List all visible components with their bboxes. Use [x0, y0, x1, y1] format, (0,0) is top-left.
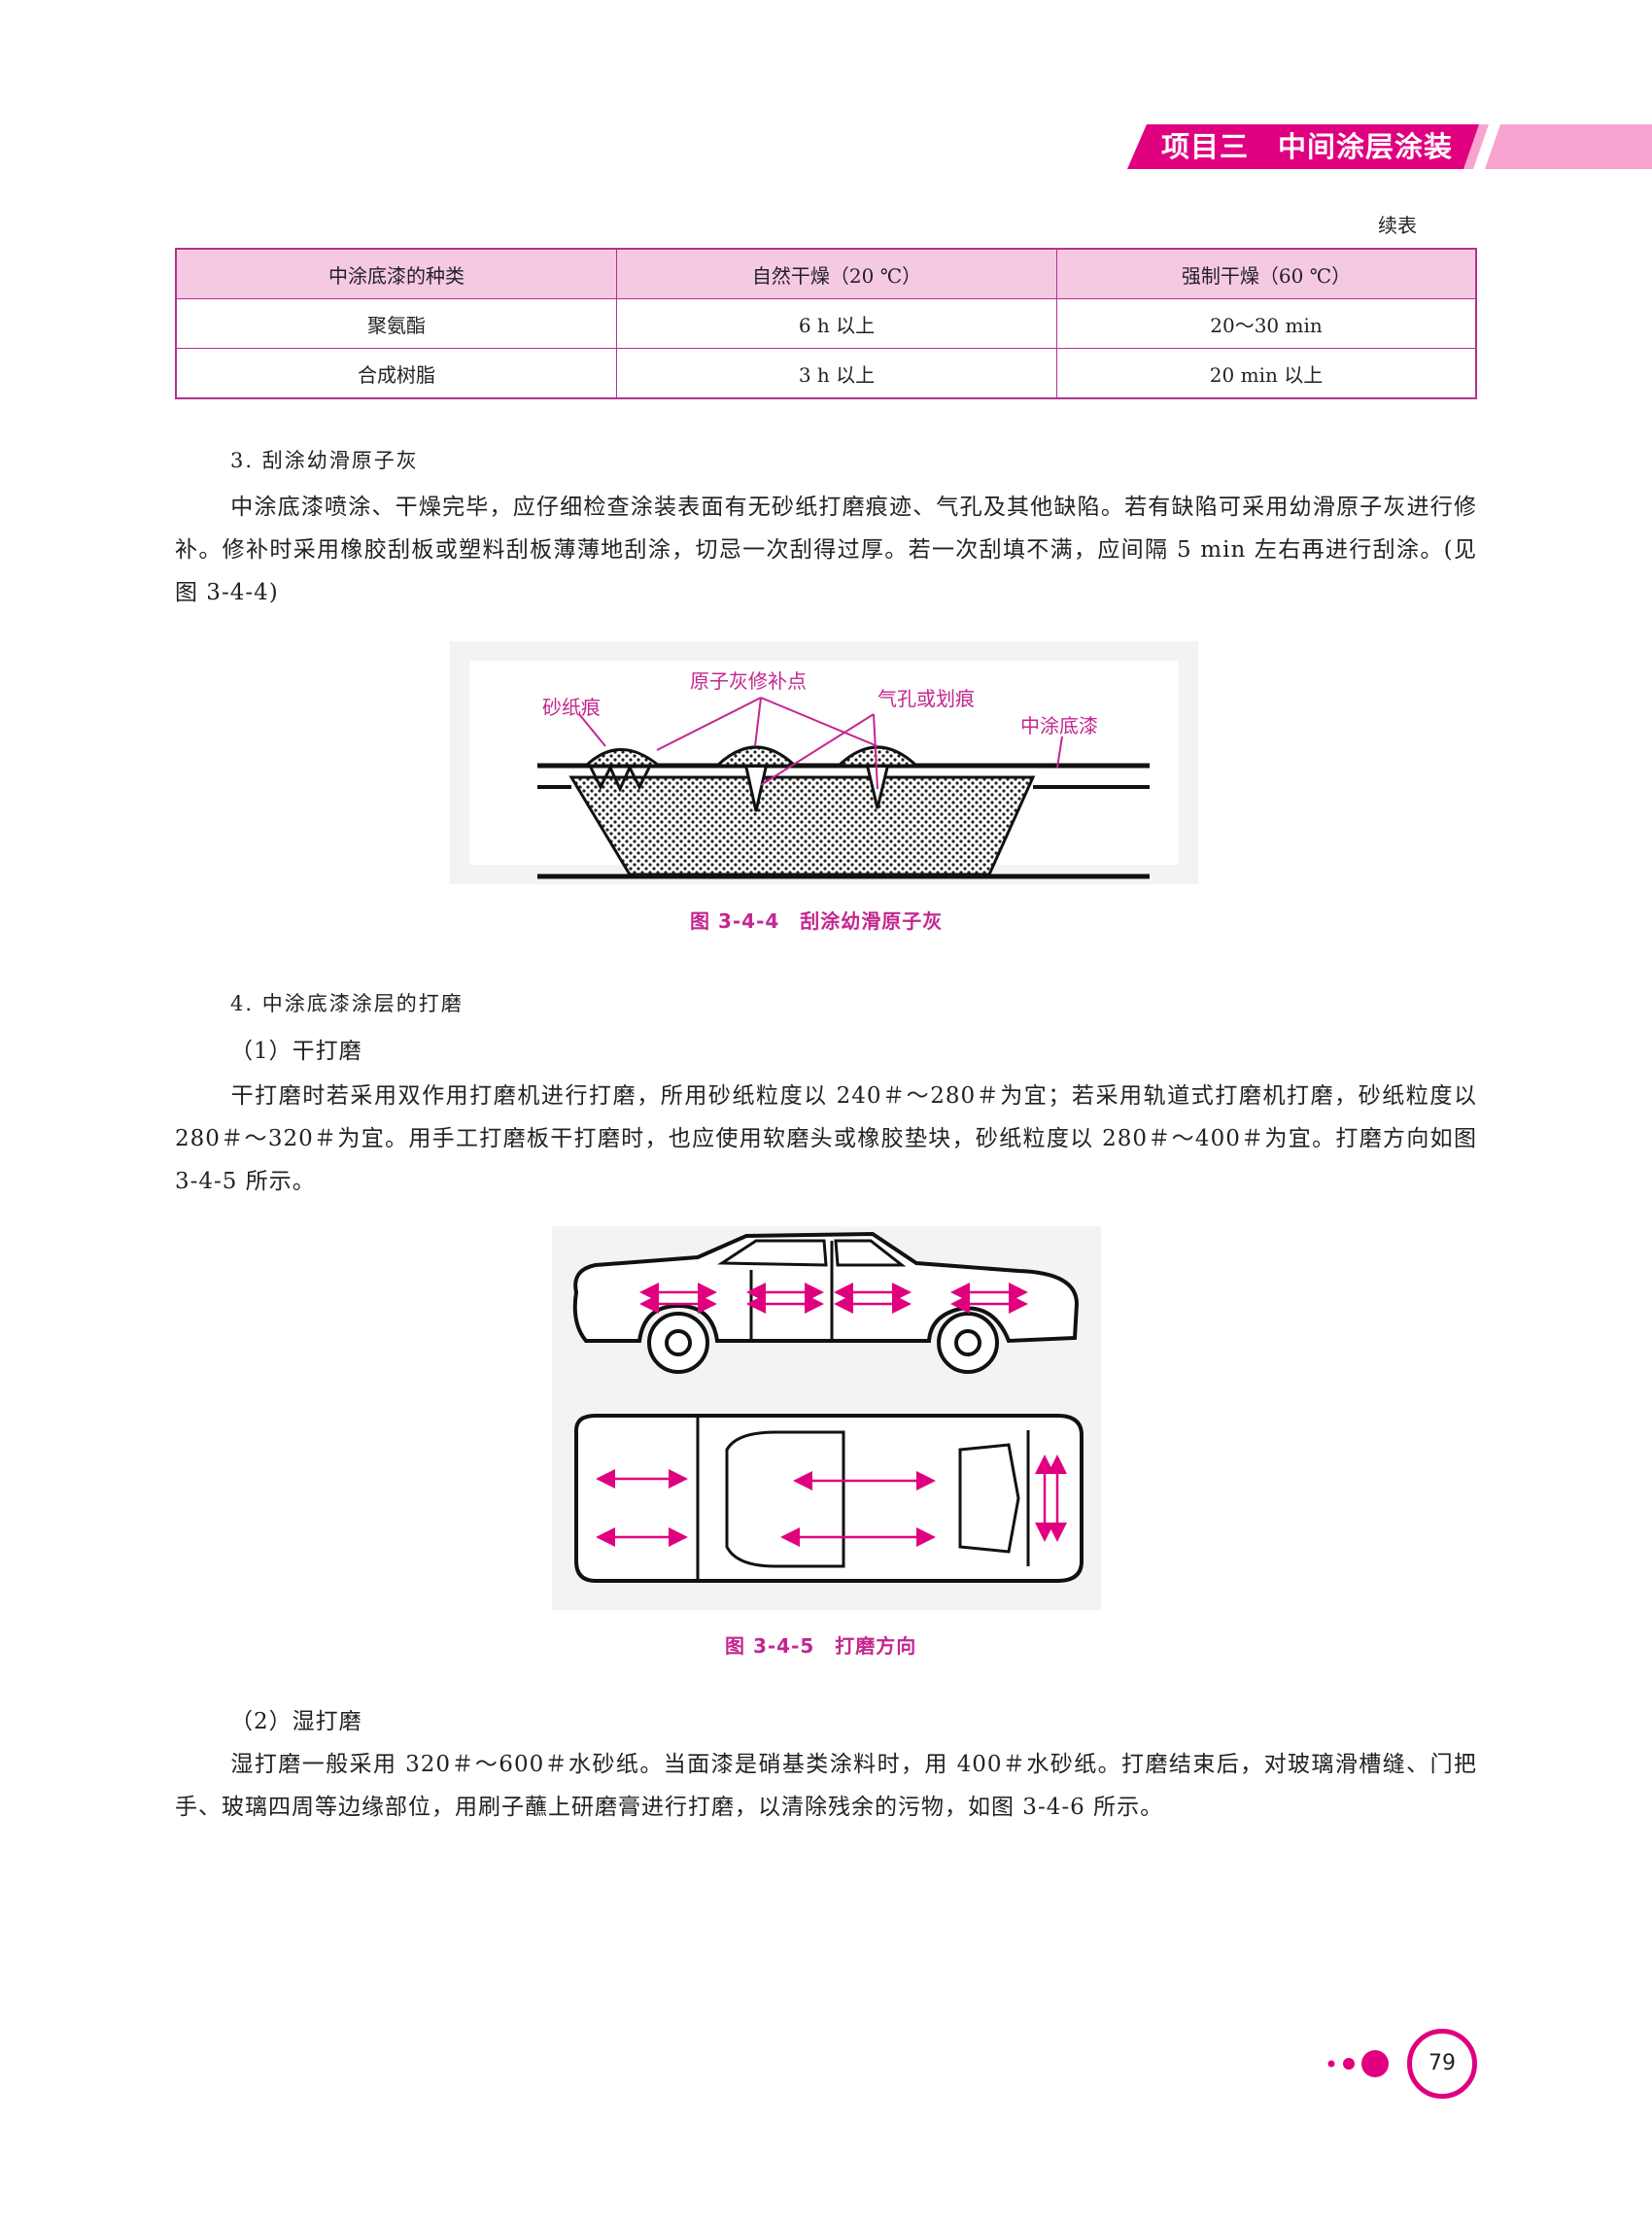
figure-3-4-4-caption: 图 3-4-4 刮涂幼滑原子灰 — [690, 909, 944, 933]
table-header-cell: 自然干燥（20 ℃） — [616, 248, 1057, 299]
table-header-cell: 强制干燥（60 ℃） — [1056, 248, 1477, 299]
table-header-row: 中涂底漆的种类 自然干燥（20 ℃） 强制干燥（60 ℃） — [175, 248, 1477, 299]
figure-3-4-5-caption: 图 3-4-5 打磨方向 — [725, 1634, 917, 1658]
sub-2-paragraph: 湿打磨一般采用 320＃～600＃水砂纸。当面漆是硝基类涂料时，用 400＃水砂… — [175, 1743, 1477, 1829]
section-3-paragraph: 中涂底漆喷涂、干燥完毕，应仔细检查涂装表面有无砂纸打磨痕迹、气孔及其他缺陷。若有… — [175, 486, 1477, 614]
chapter-title: 项目三 中间涂层涂装 — [1161, 130, 1454, 163]
label-putty-point: 原子灰修补点 — [690, 669, 807, 693]
table-cell: 20 min 以上 — [1056, 348, 1477, 399]
table-cell: 20～30 min — [1056, 298, 1477, 349]
sub-1-paragraph-text: 干打磨时若采用双作用打磨机进行打磨，所用砂纸粒度以 240＃～280＃为宜；若采… — [175, 1083, 1477, 1194]
car-top-view — [574, 1414, 1084, 1583]
side-arrows — [639, 1283, 1028, 1314]
label-pinhole: 气孔或划痕 — [878, 687, 975, 710]
drying-time-table: 中涂底漆的种类 自然干燥（20 ℃） 强制干燥（60 ℃） 聚氨酯 6 h 以上… — [175, 248, 1477, 399]
table-header-cell: 中涂底漆的种类 — [175, 248, 617, 299]
table-cell: 6 h 以上 — [616, 298, 1057, 349]
section-3-heading: 3. 刮涂幼滑原子灰 — [230, 449, 419, 472]
page-number-badge: 79 — [1322, 2029, 1477, 2099]
sanding-direction-diagram — [552, 1226, 1101, 1610]
sub-2-paragraph-text: 湿打磨一般采用 320＃～600＃水砂纸。当面漆是硝基类涂料时，用 400＃水砂… — [175, 1752, 1477, 1820]
car-side-view — [572, 1231, 1080, 1374]
top-arrows — [596, 1455, 1067, 1547]
sub-1-paragraph: 干打磨时若采用双作用打磨机进行打磨，所用砂纸粒度以 240＃～280＃为宜；若采… — [175, 1075, 1477, 1203]
table-row: 聚氨酯 6 h 以上 20～30 min — [175, 298, 1477, 349]
table-cell: 3 h 以上 — [616, 348, 1057, 399]
table-row: 合成树脂 3 h 以上 20 min 以上 — [175, 348, 1477, 399]
section-4-heading: 4. 中涂底漆涂层的打磨 — [230, 992, 464, 1015]
table-continued-label: 续表 — [1378, 214, 1417, 237]
sub-2-title: （2）湿打磨 — [230, 1709, 362, 1734]
table-cell: 聚氨酯 — [175, 298, 617, 349]
table-cell: 合成树脂 — [175, 348, 617, 399]
chapter-header-band — [1127, 124, 1652, 169]
filler-pit — [568, 775, 1036, 876]
decorative-dots-icon — [1327, 2050, 1389, 2077]
sub-1-title: （1）干打磨 — [230, 1039, 362, 1064]
label-primer: 中涂底漆 — [1020, 714, 1098, 737]
label-sanding-mark: 砂纸痕 — [542, 696, 601, 719]
putty-diagram: 砂纸痕 原子灰修补点 气孔或划痕 中涂底漆 — [450, 641, 1198, 884]
section-3-paragraph-text: 中涂底漆喷涂、干燥完毕，应仔细检查涂装表面有无砂纸打磨痕迹、气孔及其他缺陷。若有… — [175, 495, 1477, 605]
page-number: 79 — [1407, 2029, 1477, 2099]
